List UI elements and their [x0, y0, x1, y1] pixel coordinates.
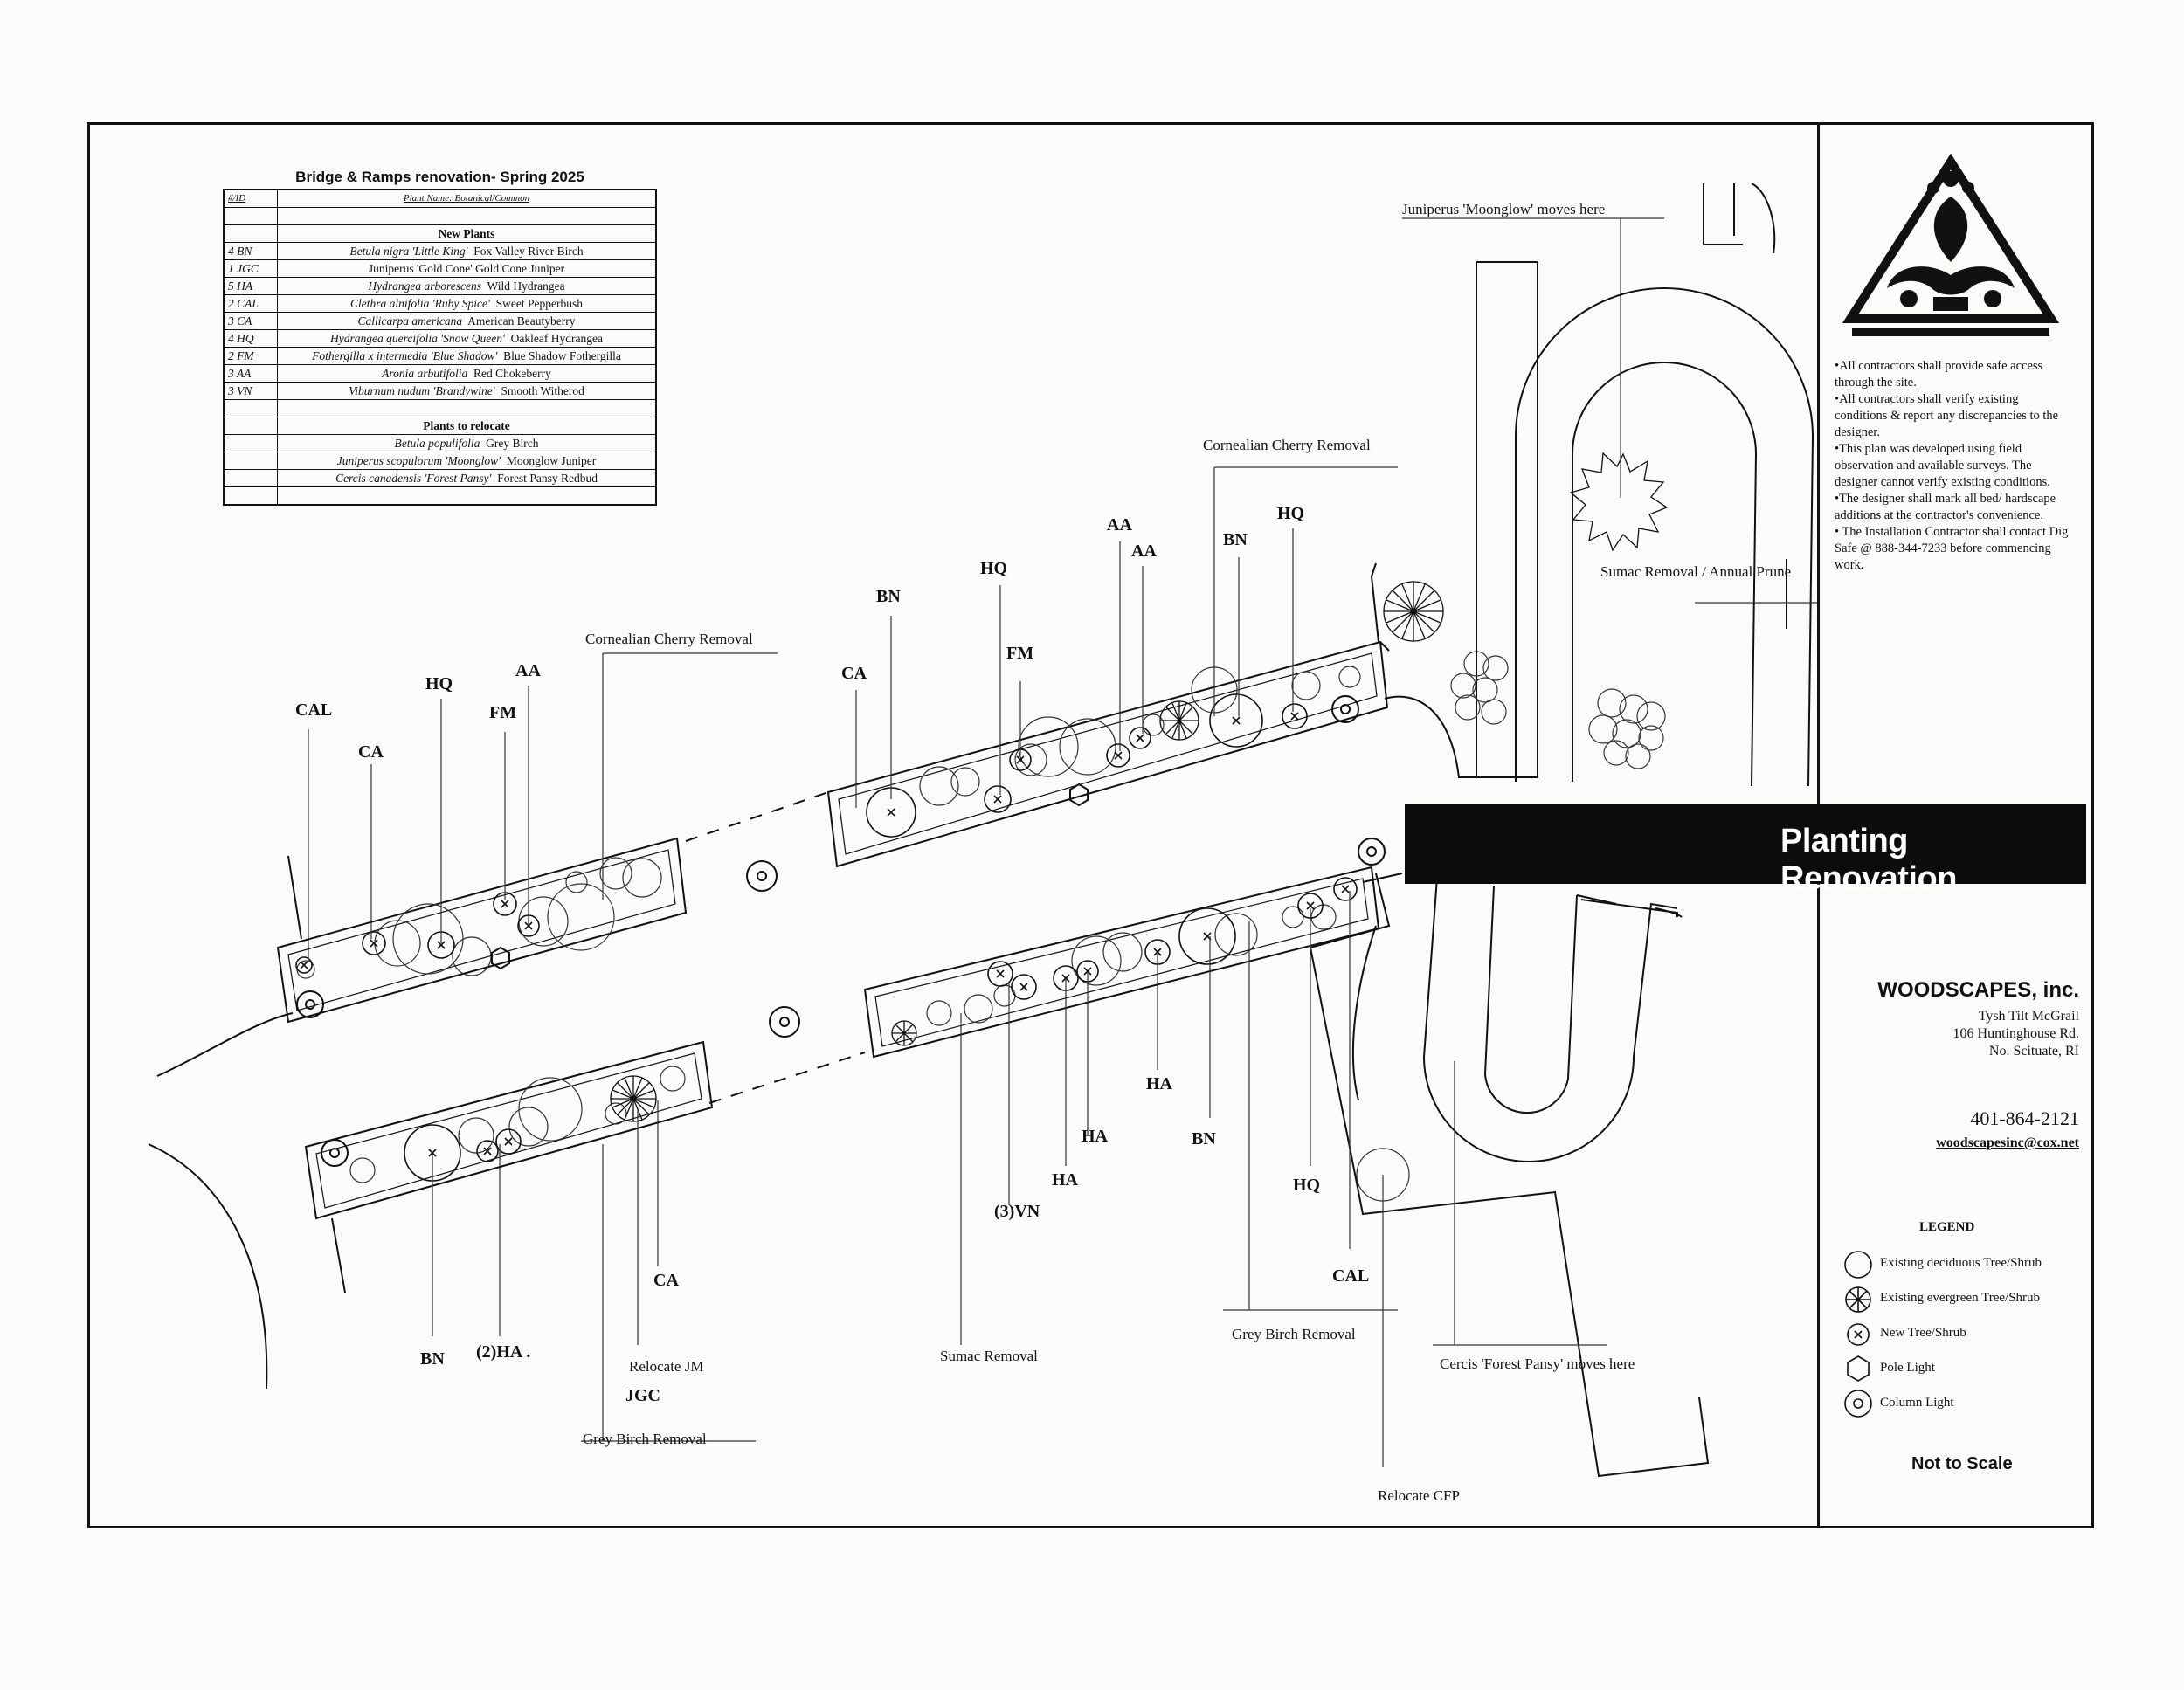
company-email: woodscapesinc@cox.net	[1936, 1135, 2079, 1150]
table-row: Betula populifolia Grey Birch	[223, 434, 657, 452]
pole-lights	[491, 783, 1089, 970]
leader-lines	[308, 217, 1817, 1467]
note: •This plan was developed using field obs…	[1835, 442, 2050, 489]
note: • The Installation Contractor shall cont…	[1835, 525, 2069, 572]
note: •The designer shall mark all bed/ hardsc…	[1835, 492, 2056, 522]
road-curve	[148, 1143, 268, 1390]
code-label: CAL	[295, 700, 333, 720]
planting-bed-2	[304, 1040, 714, 1220]
legend-item: Column Light	[1880, 1396, 1954, 1410]
code-label: HQ	[1293, 1176, 1321, 1195]
note: •All contractors shall verify existing c…	[1835, 392, 2059, 439]
legend-item: Existing evergreen Tree/Shrub	[1880, 1291, 2041, 1305]
new-plants	[295, 693, 1358, 1182]
existing-evergreens	[610, 452, 1669, 1122]
code-label: FM	[489, 703, 517, 722]
legend-title: LEGEND	[1919, 1220, 1975, 1234]
ramp-wall-upper	[1370, 562, 1379, 643]
code-label: CAL	[1332, 1266, 1370, 1286]
company-street: 106 Huntinghouse Rd.	[1952, 1026, 2079, 1041]
code-label: BN	[420, 1349, 445, 1369]
code-label: FM	[1006, 644, 1034, 663]
woodscapes-logo	[1842, 153, 2060, 336]
legend-symbols	[1844, 1251, 1872, 1418]
company-person: Tysh Tilt McGrail	[1978, 1009, 2079, 1024]
table-row: Cercis canadensis 'Forest Pansy' Forest …	[223, 469, 657, 487]
drawing-frame	[87, 122, 2094, 1528]
table-row: Juniperus scopulorum 'Moonglow' Moonglow…	[223, 452, 657, 470]
code-label: HQ	[980, 559, 1008, 578]
code-label: HQ	[425, 674, 453, 693]
annotation-grey-birch: Grey Birch Removal	[1232, 1326, 1356, 1342]
company-name: WOODSCAPES, inc.	[1877, 978, 2079, 1002]
code-label: BN	[1192, 1129, 1216, 1149]
code-label: JGC	[625, 1386, 660, 1405]
annotation-cercis: Cercis 'Forest Pansy' moves here	[1440, 1355, 1635, 1372]
company-phone: 401-864-2121	[1970, 1107, 2079, 1129]
existing-deciduous-shrubs	[296, 651, 1666, 1202]
annotation-cornelian: Cornealian Cherry Removal	[1203, 437, 1371, 453]
code-label: HQ	[1277, 504, 1305, 523]
code-label: BN	[1223, 530, 1248, 549]
ramp-lower	[1362, 873, 1403, 883]
annotation-relocate-jm: Relocate JM	[629, 1358, 704, 1375]
planting-bed-1	[276, 837, 688, 1024]
note: •All contractors shall provide safe acce…	[1835, 359, 2043, 390]
code-label: BN	[876, 587, 901, 606]
annotation-juniperus: Juniperus 'Moonglow' moves here	[1402, 201, 1606, 217]
code-label: CA	[653, 1271, 679, 1290]
annotation-sumac-removal: Sumac Removal	[940, 1348, 1038, 1364]
bridge-outline	[685, 791, 866, 1104]
code-label: CA	[358, 742, 384, 762]
legend-item: New Tree/Shrub	[1880, 1326, 1966, 1340]
code-label: AA	[1107, 515, 1132, 535]
code-label: (2)HA .	[476, 1342, 531, 1362]
code-label: (3)VN	[994, 1202, 1040, 1221]
annotation-grey-birch: Grey Birch Removal	[583, 1431, 707, 1447]
code-label: HA	[1082, 1127, 1108, 1146]
code-label: CA	[841, 664, 867, 683]
column-lights	[296, 695, 1386, 1167]
sumac-shrub	[1569, 452, 1669, 552]
new-plants-heading: New Plants	[277, 224, 657, 243]
banner-title: Planting Renovation	[1780, 823, 1957, 897]
code-label: AA	[1131, 541, 1157, 561]
scale-note: Not to Scale	[1911, 1454, 2013, 1473]
annotation-cornelian: Cornealian Cherry Removal	[585, 631, 753, 647]
general-notes: •All contractors shall provide safe acce…	[1835, 358, 2070, 574]
legend-item: Existing deciduous Tree/Shrub	[1880, 1256, 2042, 1270]
annotation-sumac-prune: Sumac Removal / Annual Prune	[1600, 563, 1792, 580]
plant-schedule: Bridge & Ramps renovation- Spring 2025 #…	[223, 166, 657, 506]
annotation-relocate-cfp: Relocate CFP	[1378, 1487, 1460, 1504]
company-city: No. Scituate, RI	[1988, 1044, 2079, 1059]
legend-item: Pole Light	[1880, 1361, 1935, 1375]
code-label: HA	[1052, 1170, 1078, 1190]
u-ramp	[1515, 287, 1814, 787]
title-banner: Planting Renovation	[1405, 804, 2086, 897]
code-label: AA	[515, 661, 541, 680]
road-edge	[156, 1012, 294, 1077]
relocate-heading: Plants to relocate	[277, 417, 657, 435]
code-label: HA	[1146, 1074, 1172, 1093]
planting-bed-3	[826, 640, 1389, 868]
plant-schedule-title: Bridge & Ramps renovation- Spring 2025	[295, 169, 584, 185]
